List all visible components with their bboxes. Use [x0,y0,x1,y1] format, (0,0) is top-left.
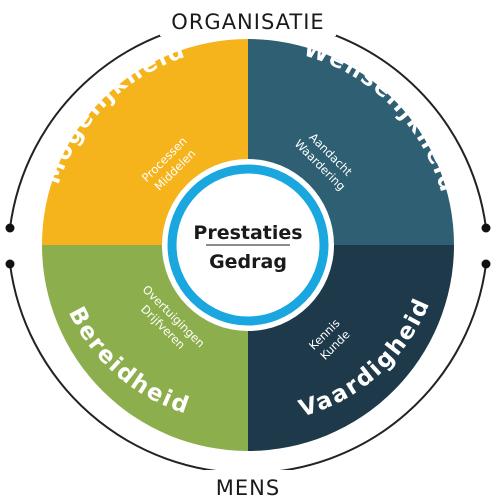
outer-ring-dot-left-bottom [5,259,15,269]
outer-ring-dot-right-top [481,223,491,233]
center-label-gedrag: Gedrag [209,251,287,273]
organisatie-label: ORGANISATIE [171,10,324,34]
mens-label: MENS [216,476,280,500]
outer-ring-dot-right-bottom [481,259,491,269]
outer-ring-dot-left-top [5,223,15,233]
center-label-prestaties: Prestaties [193,222,302,244]
